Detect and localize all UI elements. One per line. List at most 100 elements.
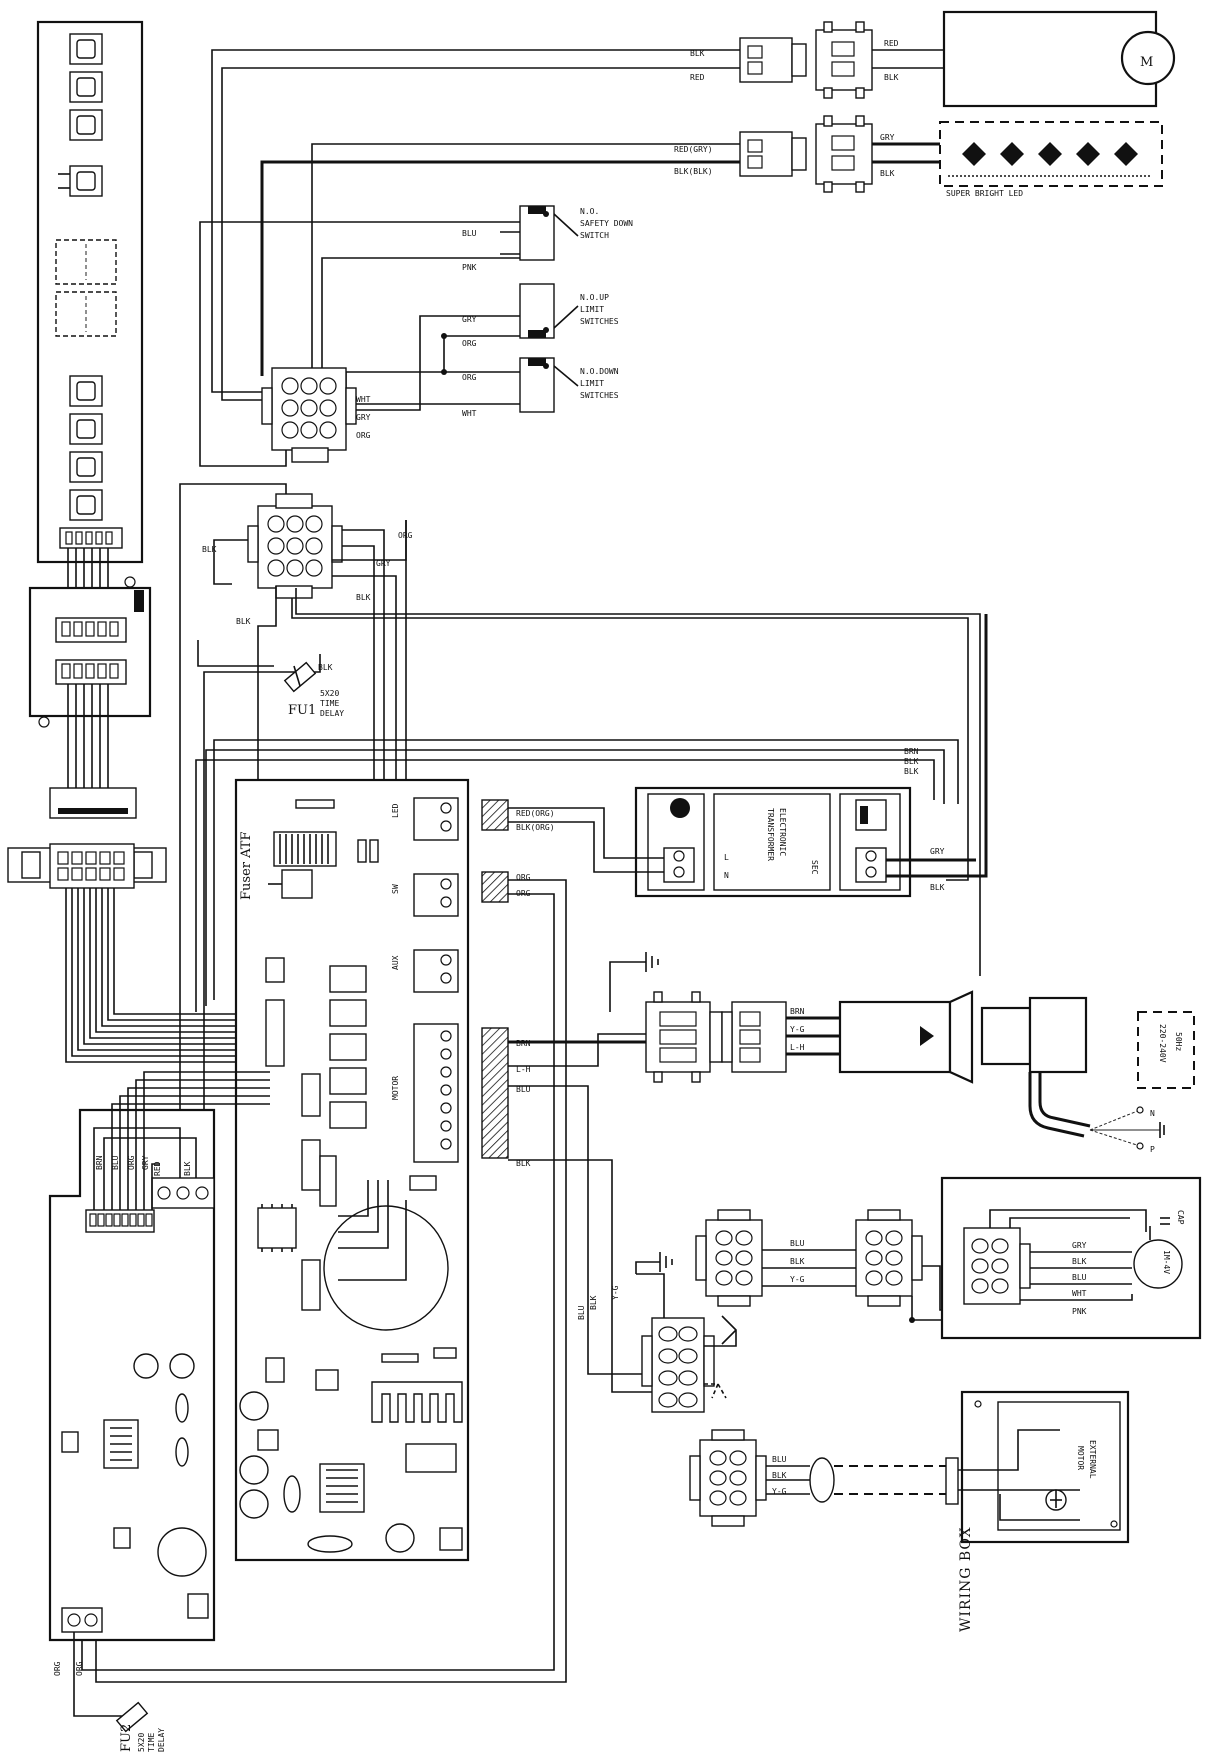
trans-n: N (724, 871, 729, 880)
term-led-label: LED (391, 803, 400, 818)
ac-wire-lh: L-H (516, 1065, 531, 1074)
left-wire-blk: BLK (183, 1161, 192, 1176)
motor-plug-b (815, 21, 873, 99)
safety-caption-2: SAFETY DOWN (580, 219, 633, 228)
ground-symbol-top (609, 952, 659, 1012)
motor-link-connectors: BLU BLK Y-G (695, 1209, 985, 1323)
mid-wire-blk: BLK (202, 545, 217, 554)
down-wire-org: ORG (462, 373, 477, 382)
trans-wire-red: RED(ORG) (516, 809, 555, 818)
motor-wire-blk-left: BLK (690, 49, 705, 58)
mid-wire-blk3: BLK (356, 593, 371, 602)
ribbon-bundle-to-board (65, 888, 270, 1063)
motor-wire-red-left: RED (690, 73, 705, 82)
fuse-fu1: BLK FU1 5X20 TIME DELAY (283, 661, 344, 718)
heatsink-strip (273, 831, 337, 867)
down-caption-1: N.O.DOWN (580, 367, 619, 376)
left-wire-gry: GRY (141, 1155, 150, 1170)
fu2-wire-org2: ORG (75, 1661, 84, 1676)
up-caption-1: N.O.UP (580, 293, 609, 302)
org-wires: ORG ORG (81, 871, 567, 1683)
led-wire-blk: BLK (880, 169, 895, 178)
link-wire-blu: BLU (790, 1239, 805, 1248)
led-wire-red-gry: RED(GRY) (674, 145, 713, 154)
power-board-wires: RED BLK BRN BLU ORG GRY (93, 1071, 270, 1210)
conn9-wire-wht: WHT (356, 395, 371, 404)
lower-ground: Y-G BLK BLU (577, 1252, 673, 1336)
motor2-wire-wht: WHT (1072, 1289, 1087, 1298)
distribution-connector (641, 1315, 737, 1413)
left-wire-org: ORG (127, 1155, 136, 1170)
ext-wire-blu: BLU (772, 1455, 787, 1464)
motor-box-1m4v: 1M-4V CAP GRY BLK BLU WHT PNK (940, 1176, 1202, 1340)
ac-terminal: BRN L-H BLU BLK (481, 1027, 664, 1393)
trans-out-gry: GRY (930, 847, 945, 856)
terminal-aux: AUX (391, 949, 459, 993)
led-caption: SUPER BRIGHT LED (946, 189, 1023, 198)
left-wire-red: RED (153, 1161, 162, 1176)
wiring-box-label: WIRING BOX (958, 1526, 974, 1632)
fu1-wire-blk: BLK (318, 663, 333, 672)
power-board (48, 1108, 216, 1642)
power-plug-left (645, 991, 723, 1083)
ribbon-cable-lower (67, 684, 109, 790)
up-wire-org: ORG (462, 339, 477, 348)
down-wire-wht: WHT (462, 409, 477, 418)
up-caption-2: LIMIT (580, 305, 604, 314)
down-caption-3: SWITCHES (580, 391, 619, 400)
control-panel (36, 20, 144, 564)
fu1-name: FU1 (288, 703, 316, 718)
fu1-spec-2: TIME (320, 699, 339, 708)
safety-wire-pnk: PNK (462, 263, 477, 272)
down-limit-switch: ORG WHT N.O.DOWN LIMIT SWITCHES (462, 357, 619, 418)
main-board: Fuser ATF LED SW AUX (234, 778, 470, 1562)
terminal-led: LED (391, 797, 459, 841)
fu2-spec-3: DELAY (157, 1728, 166, 1752)
motor2-name: 1M-4V (1162, 1250, 1171, 1274)
fu2-name: FU2 (119, 1724, 134, 1752)
org-label-1: ORG (516, 873, 531, 882)
lower-wire-blk: BLK (589, 1295, 598, 1310)
trans-title-2: TRANSFORMER (766, 808, 775, 861)
trans-top-3: BLK (904, 767, 919, 776)
top-wires (211, 49, 740, 401)
motor-unit: M RED BLK BLK RED (690, 10, 1176, 108)
trans-wire-blk: BLK(ORG) (516, 823, 555, 832)
conn9-wire-org: ORG (356, 431, 371, 440)
up-wire-gry: GRY (462, 315, 477, 324)
plug-wire-brn: BRN (790, 1007, 805, 1016)
ribbon-connector (7, 787, 167, 889)
safety-caption-1: N.O. (580, 207, 599, 216)
motor2-wire-blu: BLU (1072, 1273, 1087, 1282)
term-aux-label: AUX (391, 955, 400, 970)
power-plug-wires: BRN Y-G L-H (786, 1007, 840, 1056)
motor2-wire-blk: BLK (1072, 1257, 1087, 1266)
motor2-wire-gry: GRY (1072, 1241, 1087, 1250)
trans-l: L (724, 853, 729, 862)
led-plug-b (815, 115, 873, 193)
trans-out-blk: BLK (930, 883, 945, 892)
safety-down-switch: BLU PNK N.O. SAFETY DOWN SWITCH (462, 205, 633, 272)
supply-n: N (1150, 1109, 1155, 1118)
led-plug-a (739, 131, 807, 177)
board-name: Fuser ATF (239, 832, 254, 900)
motor-wire-blk-right: BLK (884, 73, 899, 82)
ext-motor-caption-2: MOTOR (1076, 1446, 1085, 1470)
ac-wire-blk: BLK (516, 1159, 531, 1168)
transformer-wires: RED(ORG) BLK(ORG) GRY BLK BRN BLK BLK (481, 614, 988, 892)
fu2-wire-org: ORG (53, 1661, 62, 1676)
terminal-sw: SW (391, 873, 459, 917)
lower-wire-blu: BLU (577, 1305, 586, 1320)
external-motor-plug: BLU BLK Y-G (689, 1429, 959, 1527)
trans-sec: SEC (810, 860, 819, 875)
term-motor-label: MOTOR (391, 1076, 400, 1100)
power-plug-right (721, 1001, 787, 1073)
supply-p: P (1150, 1145, 1155, 1154)
ext-wire-yg: Y-G (772, 1487, 787, 1496)
left-wire-blu: BLU (111, 1155, 120, 1170)
interface-board (28, 576, 152, 728)
fuse-fu2: ORG ORG FU2 5X20 TIME DELAY (53, 1632, 166, 1752)
switch-wires (199, 221, 520, 467)
motor2-wire-pnk: PNK (1072, 1307, 1087, 1316)
up-limit-switch: GRY ORG N.O.UP LIMIT SWITCHES (462, 283, 619, 348)
